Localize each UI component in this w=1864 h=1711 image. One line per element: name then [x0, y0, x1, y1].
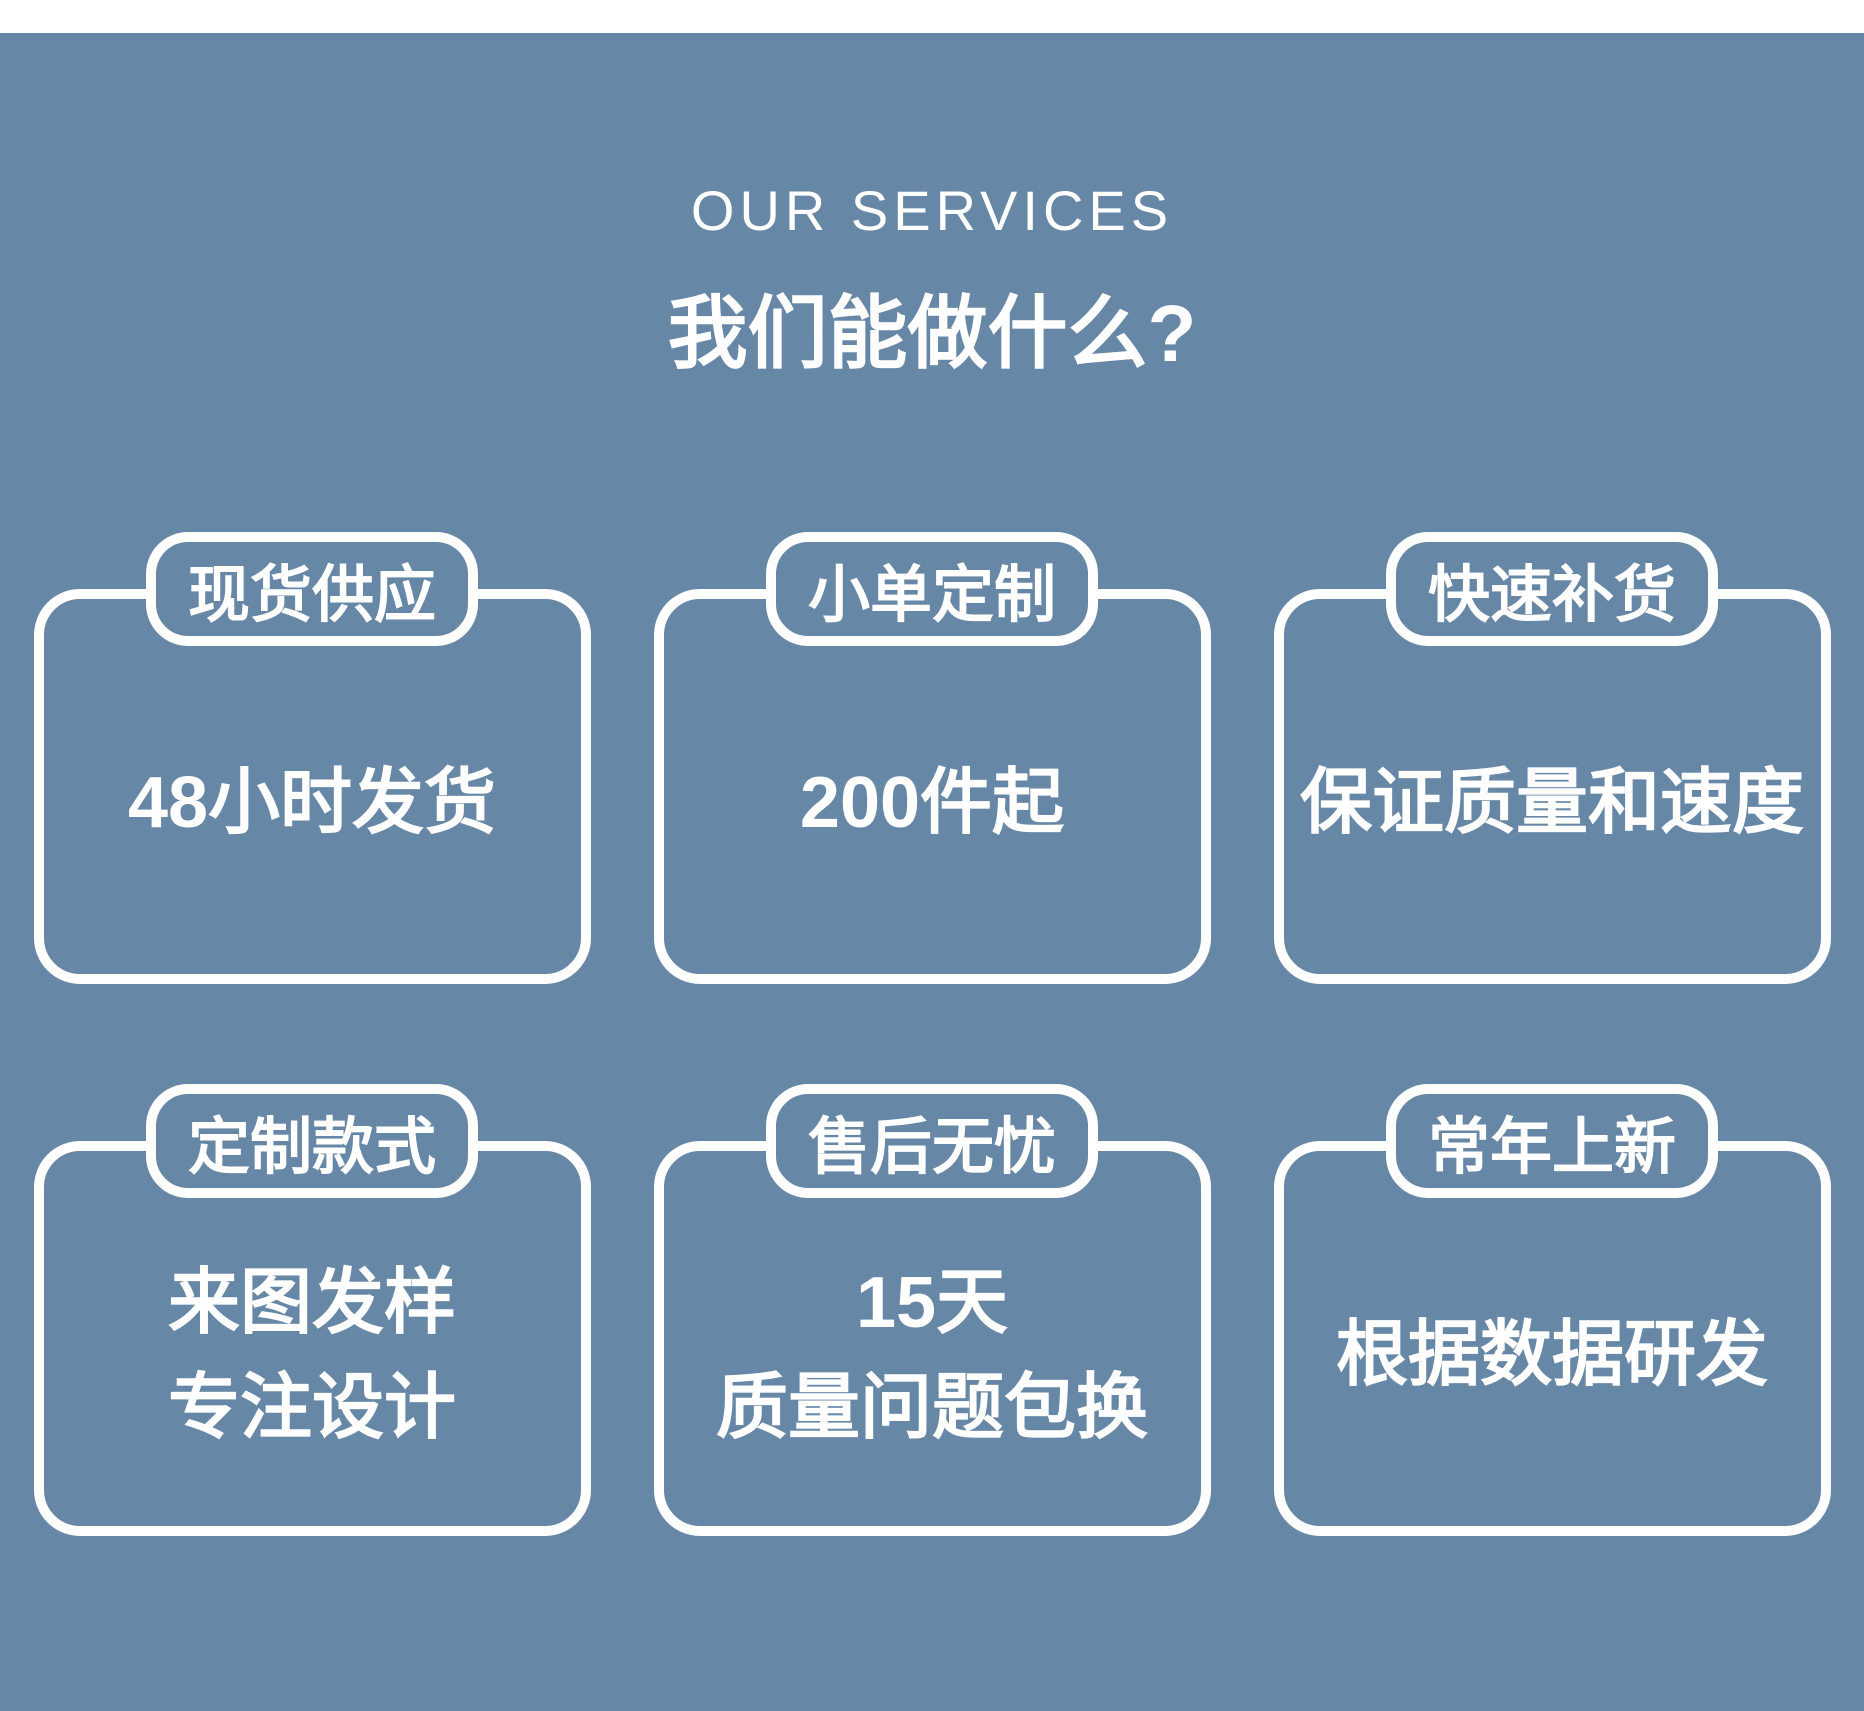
- card-body: 保证质量和速度: [1273, 589, 1831, 984]
- card-tab: 常年上新: [1386, 1084, 1718, 1198]
- top-white-strip: [0, 0, 1864, 33]
- card-line: 专注设计: [167, 1367, 456, 1448]
- card-body: 根据数据研发: [1273, 1141, 1831, 1536]
- card-body: 48小时发货: [33, 589, 591, 984]
- card-line: 来图发样: [167, 1263, 456, 1344]
- card-tab-label: 定制款式: [187, 1113, 436, 1182]
- services-title: 我们能做什么?: [667, 289, 1197, 378]
- service-card-new-arrivals: 根据数据研发 常年上新: [1273, 1084, 1831, 1536]
- card-tab: 小单定制: [766, 532, 1098, 646]
- card-tab-label: 小单定制: [807, 561, 1056, 630]
- card-line: 质量问题包换: [715, 1367, 1148, 1448]
- services-grid: 48小时发货 现货供应 200件起 小单定制 保证质量和速度 快速补货 来图发样…: [33, 532, 1831, 1536]
- card-tab-label: 常年上新: [1427, 1113, 1676, 1182]
- card-line: 200件起: [799, 763, 1065, 844]
- card-line: 48小时发货: [127, 763, 497, 844]
- service-card-fast-restock: 保证质量和速度 快速补货: [1273, 532, 1831, 984]
- card-tab-label: 现货供应: [187, 561, 436, 630]
- card-body: 来图发样 专注设计: [33, 1141, 591, 1536]
- services-subtitle: OUR SERVICES: [690, 179, 1174, 242]
- service-card-small-order: 200件起 小单定制: [653, 532, 1211, 984]
- card-line: 保证质量和速度: [1299, 763, 1804, 844]
- service-card-after-sales: 15天 质量问题包换 售后无忧: [653, 1084, 1211, 1536]
- card-tab: 定制款式: [146, 1084, 478, 1198]
- card-tab-label: 售后无忧: [807, 1113, 1056, 1182]
- card-body: 15天 质量问题包换: [653, 1141, 1211, 1536]
- card-tab: 快速补货: [1386, 532, 1718, 646]
- card-tab: 现货供应: [146, 532, 478, 646]
- card-line: 根据数据研发: [1335, 1315, 1768, 1396]
- service-card-custom-styles: 来图发样 专注设计 定制款式: [33, 1084, 591, 1536]
- service-card-stock-supply: 48小时发货 现货供应: [33, 532, 591, 984]
- card-line: 15天: [855, 1263, 1009, 1344]
- section-header: OUR SERVICES 我们能做什么?: [0, 33, 1864, 374]
- card-tab-label: 快速补货: [1427, 561, 1676, 630]
- card-body: 200件起: [653, 589, 1211, 984]
- card-tab: 售后无忧: [766, 1084, 1098, 1198]
